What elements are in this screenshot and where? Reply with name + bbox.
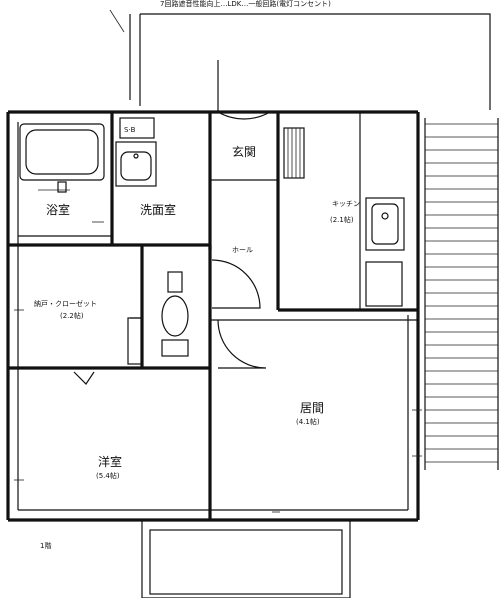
wall-ticks <box>14 221 422 513</box>
room-label-hall: ホール <box>232 246 253 254</box>
room-label-entrance: 玄関 <box>232 144 256 159</box>
outer-walls <box>6 110 420 522</box>
upper-balcony <box>109 9 491 110</box>
room-label-kitchen: キッチン <box>332 200 360 208</box>
shoe-box-cabinet <box>119 117 155 139</box>
room-label-western: 洋室 <box>98 454 122 469</box>
room-label-living: 居間 <box>300 401 324 415</box>
room-size-kitchen: (2.1帖) <box>330 215 354 224</box>
room-label-washroom: 洗面室 <box>140 202 176 217</box>
bottom-note: 1階 <box>40 541 51 550</box>
bathtub <box>19 123 105 193</box>
room-label-storage: 納戸・クローゼット <box>34 299 97 308</box>
room-size-storage: (2.2帖) <box>60 311 84 320</box>
header-note: 7回路遮音性能向上…LDK…一般回路(電灯コンセント) <box>160 0 331 8</box>
shoe-box-label: S·B <box>124 126 136 134</box>
entrance-shoe-cabinet <box>283 127 305 179</box>
washbasin <box>115 141 157 187</box>
room-size-living: (4.1帖) <box>296 417 320 426</box>
room-label-bath: 浴室 <box>46 202 70 217</box>
exterior-stairs <box>424 118 499 470</box>
room-size-western: (5.4帖) <box>96 471 120 480</box>
doors <box>73 60 351 598</box>
kitchen-sink <box>365 197 405 307</box>
toilet <box>161 271 189 357</box>
